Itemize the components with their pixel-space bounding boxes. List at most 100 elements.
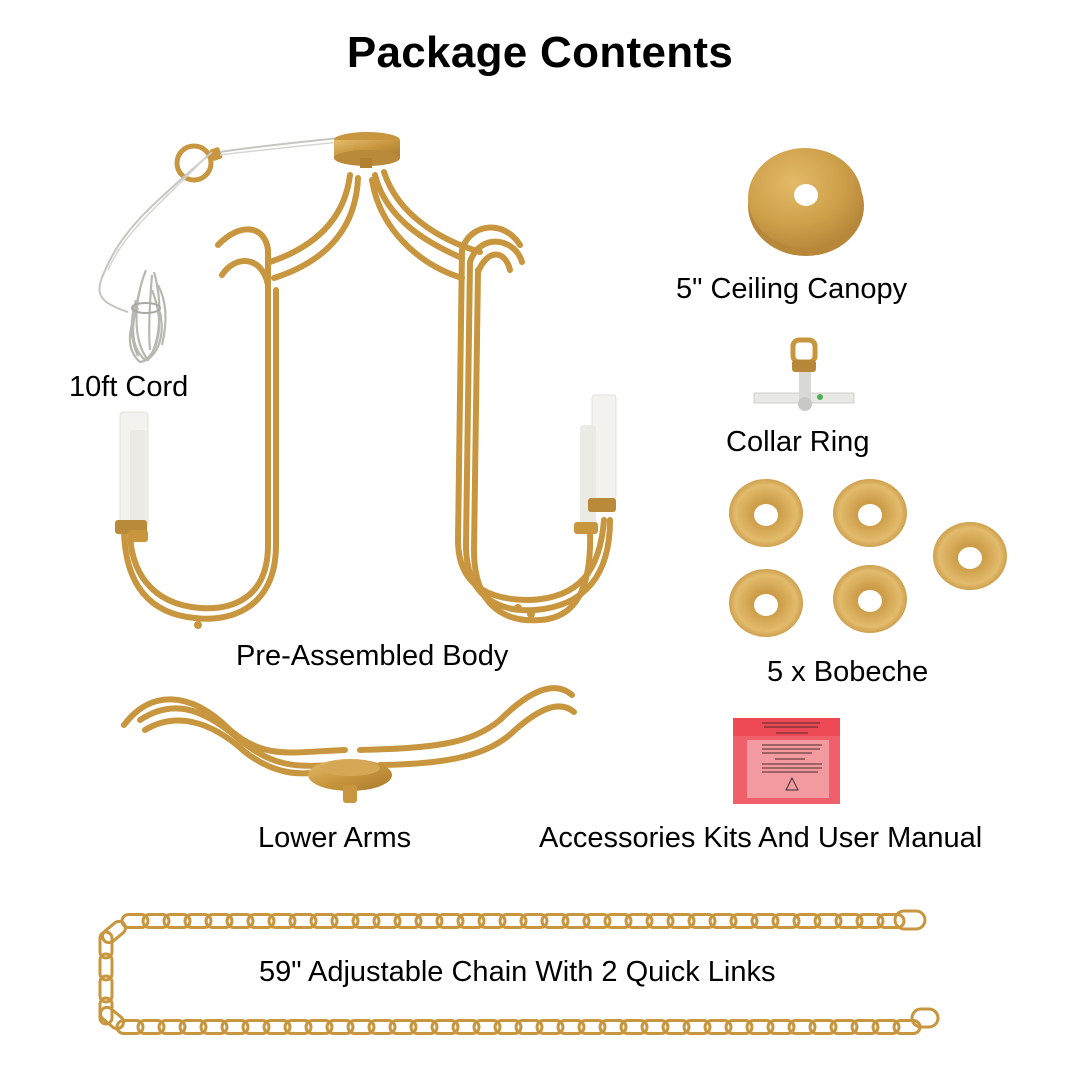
chain-link <box>414 913 444 929</box>
chain-link <box>745 1019 775 1035</box>
chain-link <box>577 1019 607 1035</box>
chain-link <box>141 913 171 929</box>
chain-link <box>325 1019 355 1035</box>
chain-link <box>393 913 423 929</box>
chain-link <box>813 913 843 929</box>
chain-link <box>136 1019 166 1035</box>
chain-link <box>115 1019 145 1035</box>
chain-link <box>367 1019 397 1035</box>
chain-link <box>99 1005 125 1031</box>
chain-link <box>661 1019 691 1035</box>
chain-link <box>750 913 780 929</box>
chain-link <box>729 913 759 929</box>
page-title: Package Contents <box>346 28 734 77</box>
chain-link <box>351 913 381 929</box>
canopy-label: 5" Ceiling Canopy <box>676 273 908 305</box>
chain-link <box>204 913 234 929</box>
chain-link <box>493 1019 523 1035</box>
bobeche-icon <box>729 479 803 547</box>
chain-link <box>910 1007 940 1029</box>
chain-link <box>640 1019 670 1035</box>
chain-link <box>98 974 114 1004</box>
chain-link <box>409 1019 439 1035</box>
chain-link <box>241 1019 271 1035</box>
chain-link <box>514 1019 544 1035</box>
chain-link <box>101 919 127 945</box>
chain-link <box>519 913 549 929</box>
chain-link <box>430 1019 460 1035</box>
chain-link <box>288 913 318 929</box>
chain-label: 59" Adjustable Chain With 2 Quick Links <box>259 956 776 988</box>
chain-link <box>624 913 654 929</box>
bobeche-icon <box>833 479 907 547</box>
chain-link <box>435 913 465 929</box>
chain-link <box>876 913 906 929</box>
chain-link <box>157 1019 187 1035</box>
chain-link <box>603 913 633 929</box>
chain-link <box>456 913 486 929</box>
chain-link <box>540 913 570 929</box>
chain-link <box>225 913 255 929</box>
chain-link <box>771 913 801 929</box>
chain-link <box>598 1019 628 1035</box>
chain-link <box>178 1019 208 1035</box>
bobeche-label: 5 x Bobeche <box>767 656 929 688</box>
chain-link <box>708 913 738 929</box>
chain-link <box>808 1019 838 1035</box>
chain-link <box>246 913 276 929</box>
chain-link <box>792 913 822 929</box>
chain-link <box>834 913 864 929</box>
chain-link <box>556 1019 586 1035</box>
chain-link <box>498 913 528 929</box>
chain-link <box>724 1019 754 1035</box>
body-label: Pre-Assembled Body <box>236 640 509 672</box>
chain-link <box>262 1019 292 1035</box>
chain-link <box>451 1019 481 1035</box>
accessories-label: Accessories Kits And User Manual <box>539 822 983 854</box>
chain-link <box>561 913 591 929</box>
chain-link <box>304 1019 334 1035</box>
chain-link <box>787 1019 817 1035</box>
chain-link <box>183 913 213 929</box>
chain-link <box>477 913 507 929</box>
chain-link <box>472 1019 502 1035</box>
chain-link <box>98 952 114 982</box>
cord-label: 10ft Cord <box>69 371 189 403</box>
chain-link <box>199 1019 229 1035</box>
chain-link <box>645 913 675 929</box>
chain-link <box>855 913 885 929</box>
chain-link <box>220 1019 250 1035</box>
chain-link <box>535 1019 565 1035</box>
chain-link <box>682 1019 712 1035</box>
chain-link <box>267 913 297 929</box>
chain-link <box>283 1019 313 1035</box>
chain-link <box>871 1019 901 1035</box>
chain-link <box>829 1019 859 1035</box>
bobeche-icon <box>833 565 907 633</box>
bobeche-icon <box>729 569 803 637</box>
chain-link <box>687 913 717 929</box>
chain-link <box>330 913 360 929</box>
chain-link <box>666 913 696 929</box>
chain-link <box>893 909 927 931</box>
lower-arms-label: Lower Arms <box>258 822 412 854</box>
chain-link <box>372 913 402 929</box>
chain-link <box>850 1019 880 1035</box>
chain-link <box>619 1019 649 1035</box>
chain-link <box>309 913 339 929</box>
chain-link <box>346 1019 376 1035</box>
chain-link <box>766 1019 796 1035</box>
chain-link <box>703 1019 733 1035</box>
chain-link <box>582 913 612 929</box>
chain-link <box>388 1019 418 1035</box>
bobeche-icon <box>933 522 1007 590</box>
chain-link <box>162 913 192 929</box>
